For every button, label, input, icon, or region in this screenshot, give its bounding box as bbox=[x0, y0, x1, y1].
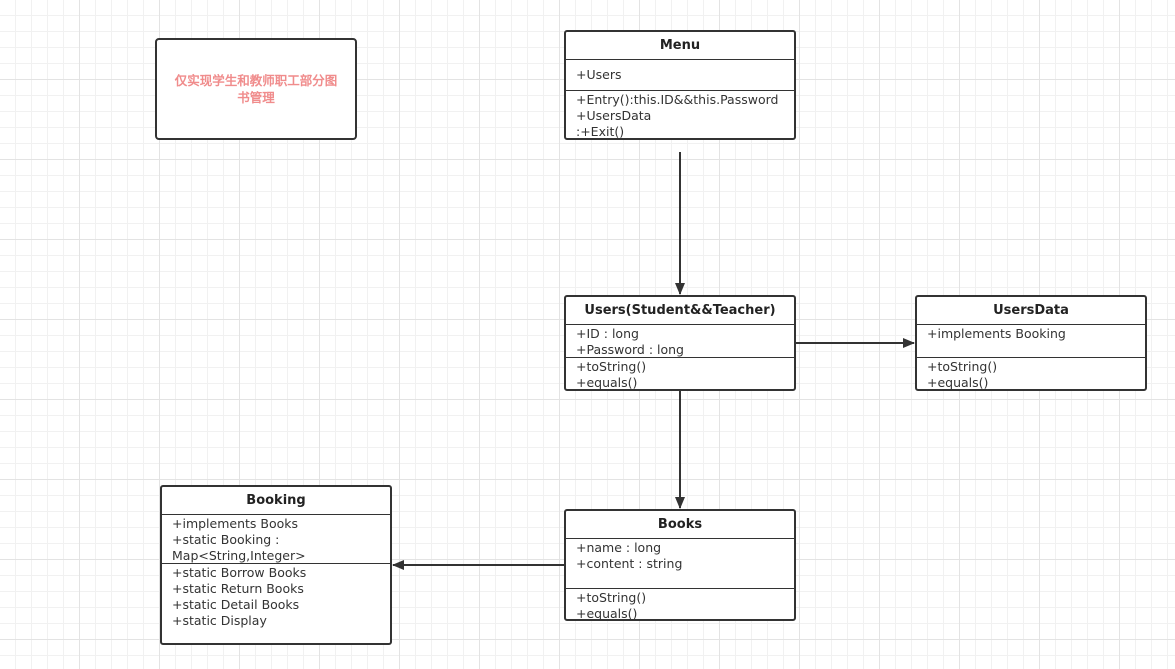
class-usersdata[interactable]: UsersData +implements Booking +toString(… bbox=[915, 295, 1147, 391]
class-users-method: +toString() bbox=[576, 359, 647, 374]
class-usersdata-methods: +toString() +equals() bbox=[917, 358, 1145, 390]
class-booking-attribute: Map<String,Integer> bbox=[172, 548, 306, 563]
class-books-attribute: +content : string bbox=[576, 556, 683, 571]
class-booking-methods: +static Borrow Books +static Return Book… bbox=[162, 564, 390, 630]
class-booking-title: Booking bbox=[162, 487, 390, 515]
class-menu-title: Menu bbox=[566, 32, 794, 60]
class-usersdata-attributes: +implements Booking bbox=[917, 325, 1145, 358]
class-books-methods: +toString() +equals() bbox=[566, 589, 794, 621]
class-users-title: Users(Student&&Teacher) bbox=[566, 297, 794, 325]
class-booking-method: +static Detail Books bbox=[172, 597, 300, 612]
note-box[interactable]: 仅实现学生和教师职工部分图书管理 bbox=[155, 38, 357, 140]
class-menu-method: +UsersData bbox=[576, 108, 652, 123]
class-menu-methods: +Entry():this.ID&&this.Password +UsersDa… bbox=[566, 91, 794, 139]
class-usersdata-attribute: +implements Booking bbox=[927, 326, 1066, 341]
class-menu-attribute: +Users bbox=[576, 67, 622, 82]
class-books-attributes: +name : long +content : string bbox=[566, 539, 794, 589]
class-users-method: +equals() bbox=[576, 375, 638, 390]
class-books[interactable]: Books +name : long +content : string +to… bbox=[564, 509, 796, 621]
class-booking[interactable]: Booking +implements Books +static Bookin… bbox=[160, 485, 392, 645]
class-books-title: Books bbox=[566, 511, 794, 539]
class-menu-method: +Entry():this.ID&&this.Password bbox=[576, 92, 779, 107]
class-booking-method: +static Return Books bbox=[172, 581, 304, 596]
class-users-attribute: +Password : long bbox=[576, 342, 684, 357]
class-usersdata-method: +equals() bbox=[927, 375, 989, 390]
class-booking-method: +static Display bbox=[172, 613, 267, 628]
class-usersdata-title: UsersData bbox=[917, 297, 1145, 325]
class-booking-attribute: +implements Books bbox=[172, 516, 299, 531]
class-usersdata-method: +toString() bbox=[927, 359, 998, 374]
class-menu-method: :+Exit() bbox=[576, 124, 625, 139]
class-books-method: +toString() bbox=[576, 590, 647, 605]
class-books-method: +equals() bbox=[576, 606, 638, 621]
class-booking-method: +static Borrow Books bbox=[172, 565, 307, 580]
class-menu[interactable]: Menu +Users +Entry():this.ID&&this.Passw… bbox=[564, 30, 796, 140]
class-users-attribute: +ID : long bbox=[576, 326, 639, 341]
class-users-methods: +toString() +equals() bbox=[566, 358, 794, 390]
note-text: 仅实现学生和教师职工部分图书管理 bbox=[174, 73, 338, 105]
class-users[interactable]: Users(Student&&Teacher) +ID : long +Pass… bbox=[564, 295, 796, 391]
class-books-attribute: +name : long bbox=[576, 540, 662, 555]
class-booking-attributes: +implements Books +static Booking : Map<… bbox=[162, 515, 390, 564]
class-booking-attribute: +static Booking : bbox=[172, 532, 280, 547]
class-users-attributes: +ID : long +Password : long bbox=[566, 325, 794, 358]
class-menu-attributes: +Users bbox=[566, 60, 794, 91]
